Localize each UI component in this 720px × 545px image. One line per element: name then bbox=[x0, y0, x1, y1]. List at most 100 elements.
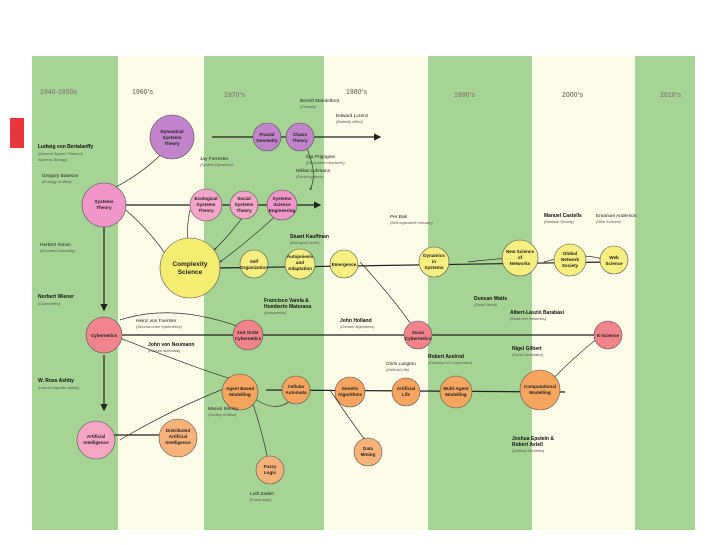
era-label: 1940-1950s bbox=[40, 89, 77, 96]
node-systems-engineering[interactable]: Systems Science Engineering bbox=[266, 189, 298, 221]
node-circle[interactable] bbox=[593, 320, 623, 350]
node-circle[interactable] bbox=[519, 369, 561, 411]
node-circle[interactable] bbox=[281, 375, 311, 405]
node-circle[interactable] bbox=[81, 182, 127, 228]
node-social-systems[interactable]: Social Systems Theory bbox=[229, 190, 259, 220]
node-circle[interactable] bbox=[334, 376, 366, 408]
person-neumann: John von Neumann (Cellular automata) bbox=[148, 342, 194, 353]
node-emergence[interactable]: Emergence bbox=[329, 249, 359, 279]
node-circle[interactable] bbox=[353, 437, 383, 467]
node-label: Complexity bbox=[172, 261, 207, 268]
node-circle[interactable] bbox=[329, 249, 359, 279]
node-circle[interactable] bbox=[285, 122, 315, 152]
node-second-order-cybernetics[interactable]: 2nd Order Cybernetics bbox=[232, 319, 264, 351]
node-label: Engineering bbox=[269, 208, 296, 213]
node-label: Life bbox=[402, 392, 411, 397]
node-label: E-Science bbox=[597, 333, 619, 338]
node-web-science[interactable]: Web Science bbox=[599, 245, 629, 275]
node-label: Cybernetics bbox=[235, 336, 262, 341]
node-chaos-theory[interactable]: Chaos Theory bbox=[285, 122, 315, 152]
node-label: Theory bbox=[292, 138, 308, 143]
person-luhmann: Niklas Luhmann (Social systems) bbox=[296, 168, 331, 179]
svg-text:Stuart Kauffman: Stuart Kauffman bbox=[290, 234, 329, 240]
node-circle[interactable] bbox=[221, 373, 259, 411]
person-bertalanffy: Ludwig von Bertalanffy (General System T… bbox=[38, 144, 94, 162]
node-data-mining[interactable]: Data Mining bbox=[353, 437, 383, 467]
node-circle[interactable] bbox=[76, 420, 116, 460]
node-label: Distributed bbox=[166, 428, 190, 433]
node-multi-agent-modelling[interactable]: Multi-Agent Modelling bbox=[439, 375, 473, 409]
node-computational-modelling[interactable]: Computational Modelling bbox=[519, 369, 561, 411]
node-circle[interactable] bbox=[229, 190, 259, 220]
node-distributed-ai[interactable]: Distributed Artificial Intelligence bbox=[158, 418, 198, 458]
node-circle[interactable] bbox=[232, 319, 264, 351]
node-label: Ecological bbox=[195, 196, 218, 201]
svg-text:(Network Society): (Network Society) bbox=[544, 220, 575, 224]
node-self-organization[interactable]: Self Organization bbox=[239, 249, 269, 279]
person-bak: Per Bak (Self-organized criticality) bbox=[390, 214, 433, 225]
node-circle[interactable] bbox=[149, 114, 195, 160]
svg-text:Duncan Watts: Duncan Watts bbox=[474, 296, 507, 302]
node-circle[interactable] bbox=[255, 455, 285, 485]
node-cybernetics[interactable]: Cybernetics bbox=[85, 316, 123, 354]
node-dynamical-systems[interactable]: Dynamical Systems Theory bbox=[149, 114, 195, 160]
svg-text:(System Dynamics): (System Dynamics) bbox=[200, 163, 234, 167]
node-complexity-science[interactable]: Complexity Science bbox=[159, 237, 221, 299]
node-circle[interactable] bbox=[439, 375, 473, 409]
svg-text:(Second-order cybernetics): (Second-order cybernetics) bbox=[136, 325, 183, 329]
node-circle[interactable] bbox=[284, 248, 316, 280]
node-systems-theory[interactable]: Systems Theory bbox=[81, 182, 127, 228]
svg-text:Per Bak: Per Bak bbox=[390, 214, 408, 220]
node-circle[interactable] bbox=[158, 418, 198, 458]
node-dynamics-in-systems[interactable]: Dynamics in Systems bbox=[418, 246, 450, 278]
node-ecological-systems[interactable]: Ecological Systems Theory bbox=[189, 188, 223, 222]
node-circle[interactable] bbox=[553, 243, 587, 277]
svg-text:Manuel Castells: Manuel Castells bbox=[544, 213, 582, 219]
node-fuzzy-logic[interactable]: Fuzzy Logic bbox=[255, 455, 285, 485]
svg-text:Francisco Varela &: Francisco Varela & bbox=[264, 298, 309, 304]
svg-text:(Ecology of Mind): (Ecology of Mind) bbox=[42, 180, 72, 184]
node-label: Theory bbox=[164, 141, 180, 146]
node-label: New Science bbox=[506, 249, 535, 254]
node-artificial-intelligence[interactable]: Artificial Intelligence bbox=[76, 420, 116, 460]
svg-text:(Bounded rationality): (Bounded rationality) bbox=[40, 249, 76, 253]
node-genetic-algorithms[interactable]: Genetic Algorithms bbox=[334, 376, 366, 408]
person-simon: Herbert Simon (Bounded rationality) bbox=[40, 242, 76, 253]
node-circle[interactable] bbox=[391, 377, 421, 407]
node-autopoiesis[interactable]: Autopoiesis and Adaptation bbox=[284, 248, 316, 280]
person-prigogine: Ilya Prigogine (Dissipative structures) bbox=[306, 154, 345, 165]
node-fractal-geometry[interactable]: Fractal Geometry bbox=[252, 122, 282, 152]
svg-text:Ludwig von Bertalanffy: Ludwig von Bertalanffy bbox=[38, 144, 94, 150]
node-circle[interactable] bbox=[252, 122, 282, 152]
node-label: Society bbox=[562, 263, 579, 268]
node-label: Organization bbox=[240, 265, 268, 270]
node-artificial-life[interactable]: Artificial Life bbox=[391, 377, 421, 407]
node-label: Cybernetics bbox=[91, 333, 118, 338]
node-agent-based-modelling[interactable]: Agent Based Modelling bbox=[221, 373, 259, 411]
node-global-network-society[interactable]: Global Network Society bbox=[553, 243, 587, 277]
node-cellular-automata[interactable]: Cellular Automata bbox=[281, 375, 311, 405]
node-circle[interactable] bbox=[403, 320, 433, 350]
person-mandelbrot: Benoît Mandelbrot (Fractals) bbox=[300, 98, 340, 109]
node-circle[interactable] bbox=[501, 239, 539, 277]
node-circle[interactable] bbox=[599, 245, 629, 275]
node-new-science-networks[interactable]: New Science of Networks bbox=[501, 239, 539, 277]
node-label: Theory bbox=[198, 208, 214, 213]
node-circle[interactable] bbox=[266, 189, 298, 221]
node-circle[interactable] bbox=[189, 188, 223, 222]
node-circle[interactable] bbox=[85, 316, 123, 354]
svg-text:(Fractals): (Fractals) bbox=[300, 105, 317, 109]
node-label: Socio bbox=[412, 330, 425, 335]
node-label: Automata bbox=[285, 390, 307, 395]
svg-text:(Fuzzy logic): (Fuzzy logic) bbox=[250, 498, 272, 502]
node-label: Systems bbox=[197, 202, 216, 207]
svg-text:(Autopoiesis): (Autopoiesis) bbox=[264, 311, 287, 315]
node-socio-cybernetics[interactable]: Socio Cybernetics bbox=[403, 320, 433, 350]
node-circle[interactable] bbox=[159, 237, 221, 299]
node-circle[interactable] bbox=[239, 249, 269, 279]
person-lorenz: Edward Lorenz (Butterfly effect) bbox=[336, 113, 369, 124]
node-circle[interactable] bbox=[418, 246, 450, 278]
node-e-science[interactable]: E-Science bbox=[593, 320, 623, 350]
svg-text:W. Ross Ashby: W. Ross Ashby bbox=[38, 378, 74, 384]
